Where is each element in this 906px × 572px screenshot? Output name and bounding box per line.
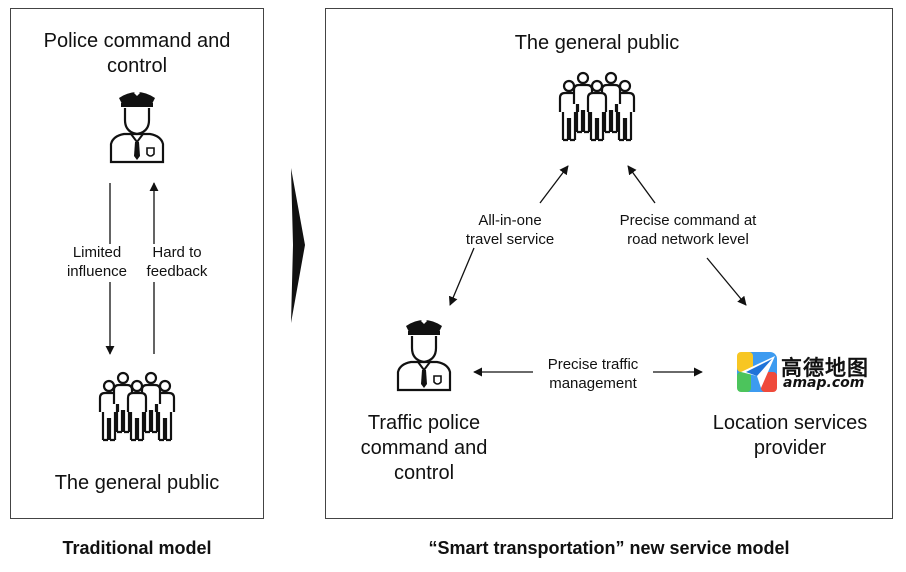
location-provider-label: Location services provider: [712, 412, 868, 459]
general-public-label: The general public: [514, 32, 680, 54]
amap-logo-icon: [737, 352, 777, 392]
command-arrow-up: [627, 165, 656, 204]
hard-to-feedback-label: Hard to feedback: [132, 244, 222, 282]
service-arrow-up: [539, 165, 569, 204]
traditional-model-caption: Traditional model: [62, 538, 212, 558]
traffic-police-label: Traffic police command and control: [360, 412, 488, 484]
police-command-label: Police command and control: [43, 30, 231, 77]
command-arrow-down: [706, 257, 747, 306]
general-public-label: The general public: [54, 472, 220, 494]
crowd-people-icon: [100, 373, 174, 440]
chevron-right-icon: [291, 168, 305, 323]
limited-influence-label: Limited influence: [52, 244, 142, 282]
service-arrow-down: [448, 247, 475, 306]
amap-logo-domain: amap.com: [783, 375, 865, 391]
police-officer-icon: [396, 316, 452, 392]
police-officer-icon: [109, 88, 165, 164]
road-network-command-label: Precise command at road network level: [619, 212, 757, 248]
travel-service-label: All-in-one travel service: [465, 212, 555, 248]
crowd-people-icon: [560, 73, 634, 140]
traffic-management-label: Precise traffic management: [547, 356, 639, 392]
smart-model-caption: “Smart transportation” new service model: [428, 538, 790, 558]
amap-logo-text: 高德地图: [781, 356, 869, 380]
